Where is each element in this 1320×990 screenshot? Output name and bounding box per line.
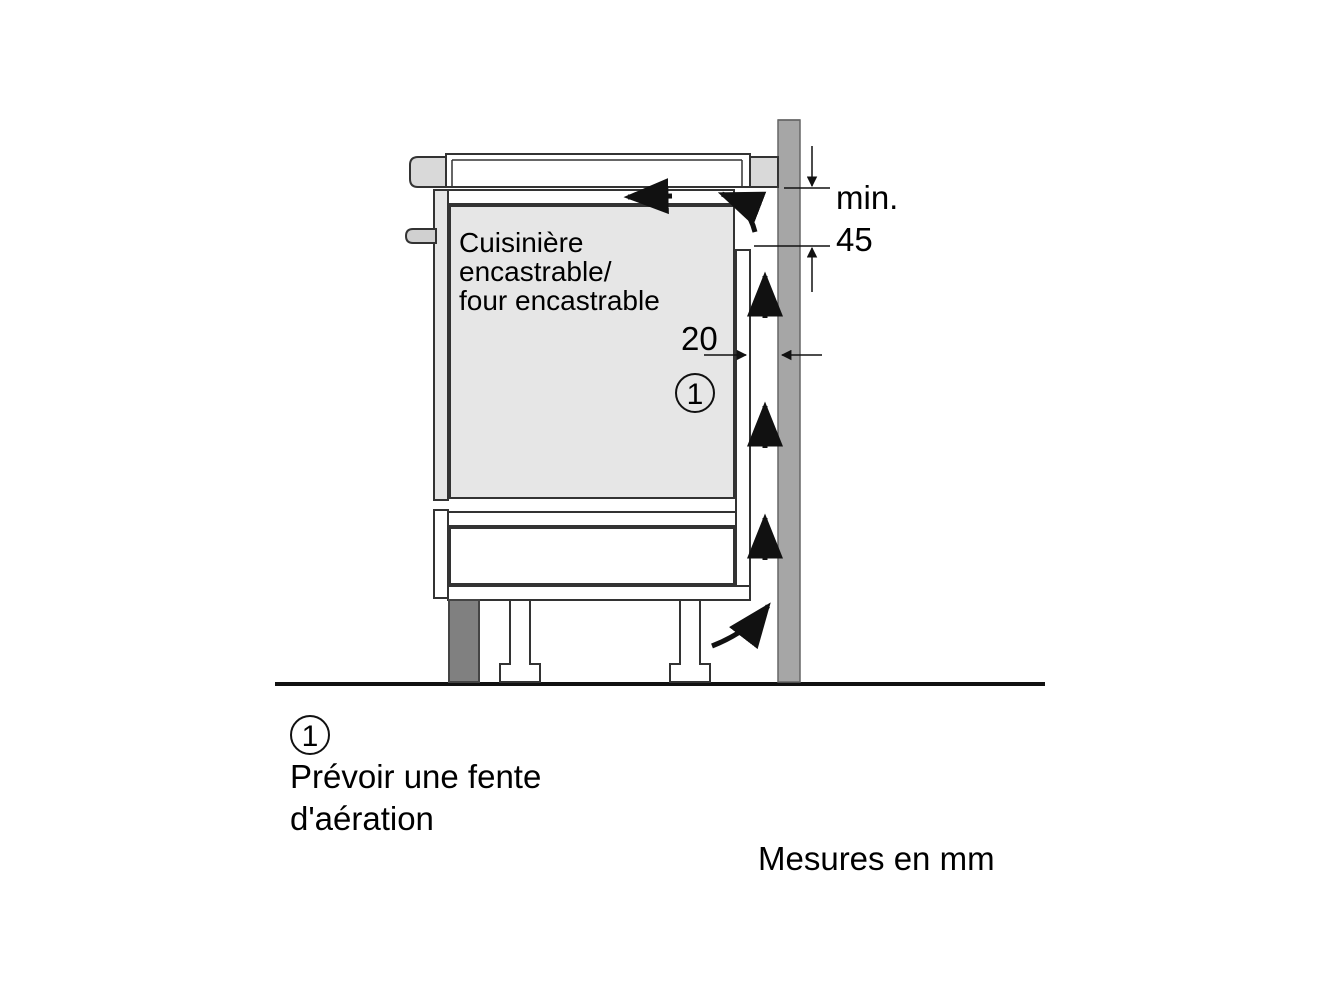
legend-marker-circle: [290, 715, 330, 755]
cabinet-leg-left: [499, 599, 541, 683]
units-note: Mesures en mm: [758, 840, 995, 877]
legend-line2: d'aération: [290, 800, 434, 837]
callout-marker-circle: [675, 373, 715, 413]
drawer-front: [447, 511, 737, 527]
oven-handle: [404, 228, 437, 244]
cabinet-bottom-board: [447, 585, 751, 601]
cabinet-side-panel: [433, 189, 449, 501]
wall: [777, 119, 801, 683]
rear-panel: [735, 249, 751, 587]
appliance-label-line1: Cuisinière: [459, 227, 584, 258]
gap-min-label: min.: [836, 179, 898, 216]
callout-marker: 1: [687, 378, 704, 411]
legend-marker: 1: [302, 720, 319, 753]
dimension-min-45: [754, 146, 830, 292]
cabinet-top-board: [447, 189, 735, 205]
appliance-label-line3: four encastrable: [459, 285, 660, 316]
appliance-label-line2: encastrable/: [459, 256, 612, 287]
plinth: [448, 599, 480, 683]
hob: [445, 153, 751, 188]
slot-dimension: 20: [681, 320, 718, 357]
drawer-body: [449, 527, 735, 585]
cabinet-leg-right: [669, 599, 711, 683]
airflow-arrows: [623, 178, 783, 650]
legend-line1: Prévoir une fente: [290, 758, 541, 795]
gap-min-value: 45: [836, 221, 873, 258]
lower-side-panel: [433, 509, 449, 599]
built-in-oven: [449, 205, 735, 499]
